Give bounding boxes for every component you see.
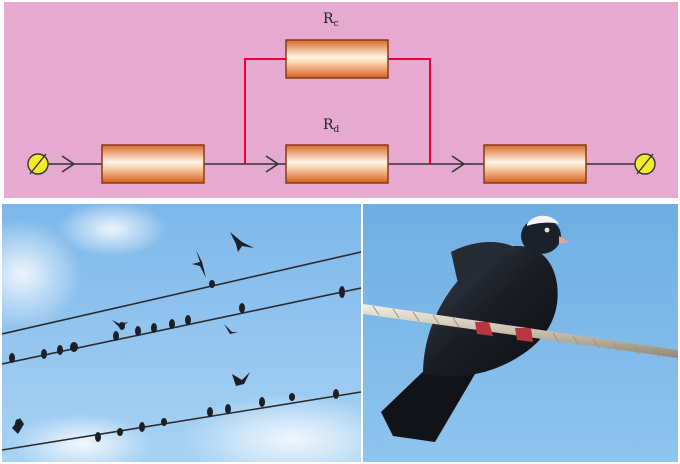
pigeon-wing-top xyxy=(451,241,519,288)
cloud xyxy=(12,414,152,462)
label-rc: Rc xyxy=(323,11,339,29)
pigeon-white-cap xyxy=(527,215,559,226)
cloud xyxy=(57,204,167,257)
pigeon-photo xyxy=(363,204,678,462)
parallel-branch-wire xyxy=(244,58,431,164)
circuit-svg: Rc Rd xyxy=(4,2,678,198)
cable-strands xyxy=(372,305,660,358)
swallows-photo xyxy=(2,204,361,462)
resistor-rd xyxy=(285,144,389,184)
circuit-diagram: Rc Rd xyxy=(4,2,678,198)
resistor-right xyxy=(483,144,587,184)
swallows-scene-svg xyxy=(2,204,361,462)
perched-swallows xyxy=(9,280,345,442)
cloud xyxy=(2,219,82,329)
pigeon-body xyxy=(423,245,558,377)
current-arrow-2 xyxy=(265,155,280,173)
terminal-left xyxy=(27,153,49,175)
pigeon-beak xyxy=(559,236,569,244)
resistor-rc xyxy=(285,39,389,79)
pigeon-head xyxy=(521,218,561,254)
resistor-left xyxy=(101,144,205,184)
flying-swallows xyxy=(12,232,254,434)
pigeon-tail xyxy=(381,362,475,442)
current-arrow-1 xyxy=(61,155,76,173)
pigeon-feet xyxy=(475,322,533,342)
current-arrow-3 xyxy=(451,155,466,173)
pigeon-eye xyxy=(544,227,550,233)
terminal-right xyxy=(634,153,656,175)
pigeon-scene-svg xyxy=(363,204,678,462)
label-rd: Rd xyxy=(323,117,340,135)
